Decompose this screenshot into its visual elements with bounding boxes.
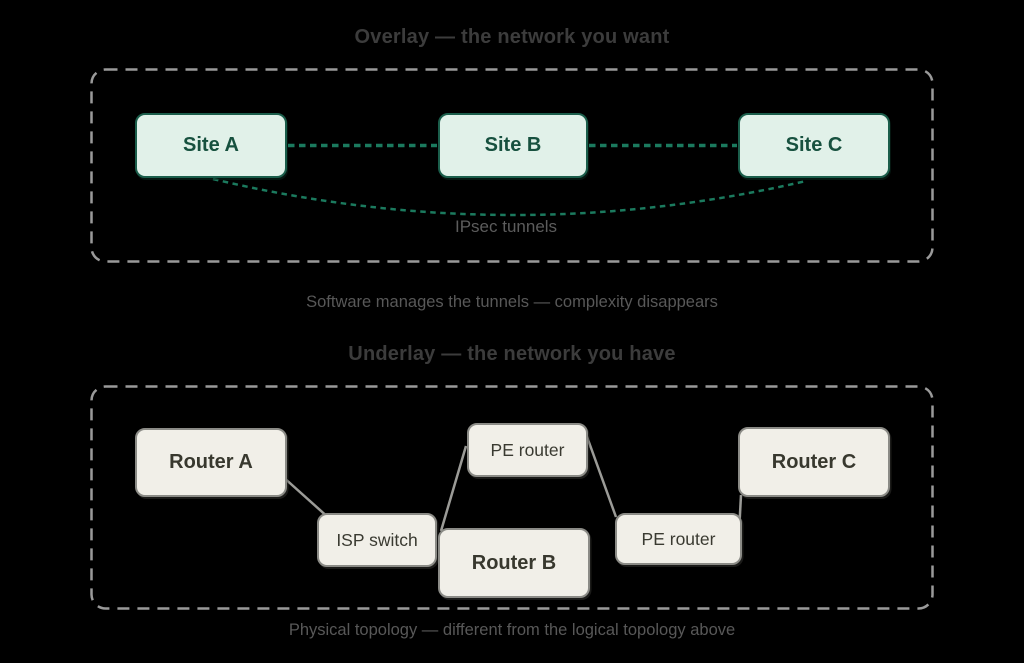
node-router-a-label: Router A (169, 451, 253, 473)
link-ipsec-tunnel-curve (212, 177, 807, 217)
node-site-b-label: Site B (484, 134, 542, 156)
overlay-caption: Software manages the tunnels — complexit… (306, 293, 718, 311)
node-router-a: Router A (135, 428, 287, 497)
node-site-c: Site C (738, 113, 890, 178)
node-site-a: Site A (135, 113, 287, 178)
ipsec-tunnels-label: IPsec tunnels (455, 217, 558, 236)
underlay-caption: Physical topology — different from the l… (288, 621, 736, 639)
link-router-a-isp-switch (281, 475, 331, 520)
link-pe-router-1-router-b (439, 445, 468, 532)
node-router-c: Router C (738, 427, 890, 497)
node-isp-switch-label: ISP switch (336, 529, 418, 550)
link-pe-router-1-pe-router-2 (584, 433, 618, 518)
underlay-frame (90, 385, 934, 610)
underlay-title: Underlay — the network you have (348, 343, 676, 365)
overlay-frame (90, 68, 934, 263)
node-router-c-label: Router C (771, 450, 857, 473)
node-site-a-label: Site A (183, 134, 239, 156)
node-pe-router-2: PE router (615, 513, 742, 565)
node-pe-router-2-label: PE router (641, 528, 716, 549)
node-isp-switch: ISP switch (317, 513, 437, 567)
overlay-title: Overlay — the network you want (354, 26, 670, 48)
node-pe-router-1: PE router (467, 423, 588, 477)
node-site-c-label: Site C (785, 134, 843, 156)
node-pe-router-1-label: PE router (490, 439, 565, 460)
node-router-b-label: Router B (471, 551, 557, 574)
node-site-b: Site B (438, 113, 588, 178)
node-router-b: Router B (438, 528, 590, 598)
